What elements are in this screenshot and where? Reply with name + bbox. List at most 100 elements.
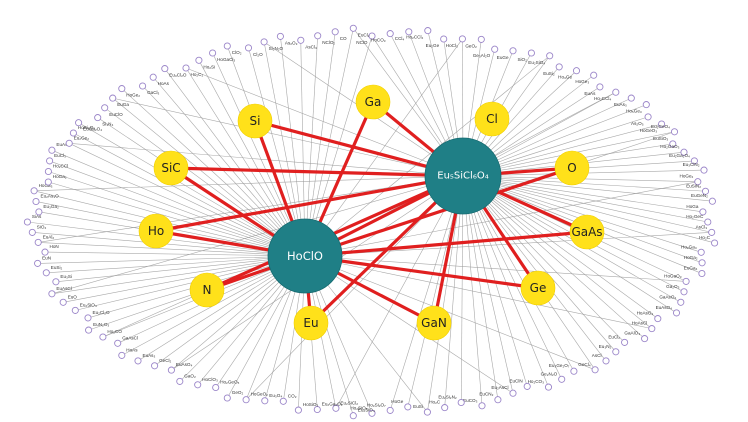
leaf-node-74[interactable]: GaAsCl — [114, 335, 138, 347]
leaf-node-63[interactable]: CO₂ — [279, 393, 297, 405]
element-node-eu[interactable]: Eu — [293, 305, 329, 341]
leaf-node-79[interactable]: EuO — [59, 294, 77, 306]
leaf-node-48[interactable]: Ho₂CO₃ — [528, 379, 553, 391]
hub-node-eusicl[interactable]: Eu₅SiCl₆O₄ — [424, 137, 502, 215]
leaf-node-39[interactable]: HoAsO₄ — [637, 311, 662, 323]
leaf-node-36[interactable]: Ga₂O₃ — [666, 284, 688, 296]
leaf-node-31[interactable]: Ho₂C — [699, 235, 719, 247]
leaf-node-83[interactable]: EuN — [34, 255, 52, 267]
hub-node-hoclo[interactable]: HoClO — [267, 218, 343, 294]
leaf-node-6[interactable]: GeO₂ — [465, 35, 485, 48]
element-node-ge[interactable]: Ge — [520, 270, 556, 306]
leaf-node-109[interactable]: Cl₂O — [244, 44, 263, 57]
leaf-node-91[interactable]: HoGa₂ — [44, 174, 67, 186]
leaf-node-47[interactable]: Ge₂N₂O — [541, 371, 566, 383]
leaf-node-112[interactable]: AsCl₃ — [297, 36, 317, 49]
leaf-node-90[interactable]: HoGa₃ — [30, 183, 53, 195]
leaf-node-25[interactable]: HoGe₂ — [680, 174, 702, 186]
leaf-node-26[interactable]: EuSiN₂ — [686, 183, 710, 195]
element-node-o[interactable]: O — [554, 150, 590, 186]
leaf-node-110[interactable]: Si₂N₂O — [260, 38, 284, 51]
leaf-node-34[interactable]: EuGa₄ — [684, 266, 706, 278]
leaf-node-49[interactable]: EuClN — [509, 378, 531, 390]
leaf-node-96[interactable]: HoSi₃O₉ — [69, 125, 95, 137]
leaf-node-17[interactable]: Ho₅Ge₃ — [626, 101, 650, 114]
leaf-node-33[interactable]: HoGa₂ — [684, 255, 706, 267]
leaf-node-54[interactable]: Ho₂C — [429, 400, 449, 412]
leaf-node-32[interactable]: Ho₂Ga₃ — [681, 244, 705, 256]
leaf-node-78[interactable]: Eu₂SiO₄ — [71, 302, 97, 314]
leaf-node-76[interactable]: EuN₂O₃ — [85, 322, 110, 334]
leaf-node-92[interactable]: Ho₂CCl — [44, 164, 68, 176]
leaf-node-107[interactable]: HoGaCl₃ — [209, 49, 236, 62]
element-node-si[interactable]: Si — [237, 103, 273, 139]
leaf-node-99[interactable]: EuClO — [101, 104, 124, 117]
leaf-node-60[interactable]: Eu₂SiCl₂ — [332, 400, 358, 412]
leaf-node-20[interactable]: Eu₂GeO₄ — [651, 124, 679, 136]
leaf-node-23[interactable]: Eu₂Ga₂O₄ — [669, 153, 698, 165]
leaf-node-14[interactable]: EuAs — [584, 83, 604, 96]
leaf-node-97[interactable]: EuGa₂O₄ — [75, 119, 103, 132]
leaf-node-18[interactable]: As₂O₅ — [631, 113, 652, 126]
leaf-node-66[interactable]: GeO₂ — [223, 390, 244, 402]
leaf-node-115[interactable]: EuCl₂ — [349, 24, 370, 37]
leaf-node-71[interactable]: GeCl₂ — [151, 358, 172, 370]
leaf-node-113[interactable]: NClO₂ — [314, 32, 336, 45]
leaf-node-103[interactable]: HoAs — [149, 73, 170, 86]
element-node-ho[interactable]: Ho — [138, 213, 174, 249]
leaf-node-8[interactable]: EuGe — [497, 47, 517, 60]
leaf-node-3[interactable]: Ho₂CCl₂ — [406, 27, 432, 40]
leaf-node-69[interactable]: GaO₂ — [176, 373, 196, 385]
leaf-node-28[interactable]: HoGa — [686, 204, 707, 216]
leaf-node-24[interactable]: Eu₃ClN₂ — [683, 162, 708, 174]
leaf-node-37[interactable]: GaAsO₄ — [659, 294, 685, 306]
element-node-gaas[interactable]: GaAs — [569, 214, 605, 250]
element-node-ga[interactable]: Ga — [355, 84, 391, 120]
leaf-node-56[interactable]: HoGe — [391, 399, 412, 411]
leaf-node-75[interactable]: Ho₂CO — [99, 329, 123, 341]
leaf-node-35[interactable]: HoGaO₃ — [664, 273, 690, 285]
leaf-node-105[interactable]: Ho₂C₂ — [182, 64, 204, 77]
leaf-node-5[interactable]: HoCl₃ — [446, 35, 466, 48]
leaf-node-52[interactable]: EuCO₃ — [463, 398, 486, 410]
leaf-node-88[interactable]: Eu₃Ga₂ — [35, 204, 59, 216]
leaf-node-62[interactable]: HoSiO₃ — [294, 402, 318, 414]
leaf-node-80[interactable]: EuAsCl — [48, 286, 72, 298]
leaf-node-100[interactable]: EuGa — [109, 94, 130, 107]
leaf-node-89[interactable]: Eu₂As₃O — [32, 194, 59, 206]
leaf-node-93[interactable]: EuCl₃ — [46, 153, 67, 165]
leaf-node-57[interactable]: Ho₃Si₂O₇ — [367, 402, 394, 414]
leaf-node-82[interactable]: EuSi₂ — [42, 265, 63, 277]
leaf-node-58[interactable]: Ho₂SiO₅ — [350, 405, 376, 417]
leaf-node-87[interactable]: SiAs — [23, 214, 42, 226]
leaf-node-53[interactable]: Eu₂Si₂N₂ — [438, 395, 465, 407]
leaf-node-40[interactable]: HoAsCl — [632, 321, 656, 333]
leaf-node-10[interactable]: Eu₂SiO₄ — [528, 52, 554, 65]
leaf-node-4[interactable]: Eu₂Ge — [426, 35, 448, 48]
element-node-gan[interactable]: GaN — [416, 305, 452, 341]
leaf-node-94[interactable]: EuAs — [48, 142, 68, 154]
leaf-node-64[interactable]: Eu₃O₄ — [261, 393, 283, 405]
leaf-node-67[interactable]: Ho₂GeO₅ — [212, 380, 240, 392]
leaf-node-102[interactable]: GaCl₃ — [139, 82, 160, 95]
leaf-node-101[interactable]: HoGe₂ — [118, 85, 141, 98]
leaf-node-1[interactable]: HoCO₃ — [371, 30, 394, 43]
leaf-node-95[interactable]: Eu₂Ge₂ — [65, 135, 89, 147]
leaf-node-45[interactable]: GeCl₄ — [578, 362, 599, 374]
leaf-node-50[interactable]: Eu₂AsCl — [491, 385, 517, 397]
leaf-node-85[interactable]: EuAl₂ — [34, 234, 54, 246]
leaf-node-9[interactable]: SiO₂ — [517, 49, 535, 62]
leaf-node-84[interactable]: HoN — [41, 244, 59, 256]
leaf-node-108[interactable]: ClO₂ — [223, 42, 242, 55]
leaf-node-98[interactable]: Si₃N₄ — [94, 114, 114, 127]
leaf-node-44[interactable]: AsCl — [592, 353, 610, 365]
leaf-node-29[interactable]: Ho₂GeC — [686, 214, 712, 226]
leaf-node-81[interactable]: Eu₃Si — [52, 274, 72, 286]
leaf-node-72[interactable]: EuAs₃ — [134, 353, 156, 365]
leaf-node-16[interactable]: EuAs₃ — [614, 94, 635, 107]
leaf-node-73[interactable]: HoAs — [118, 347, 139, 359]
leaf-node-12[interactable]: Ho₃Ge — [558, 67, 581, 80]
leaf-node-77[interactable]: Eu₂Cl₂O — [84, 310, 110, 322]
leaf-node-27[interactable]: EuGeN₂ — [691, 193, 716, 205]
element-node-n[interactable]: N — [189, 272, 225, 308]
